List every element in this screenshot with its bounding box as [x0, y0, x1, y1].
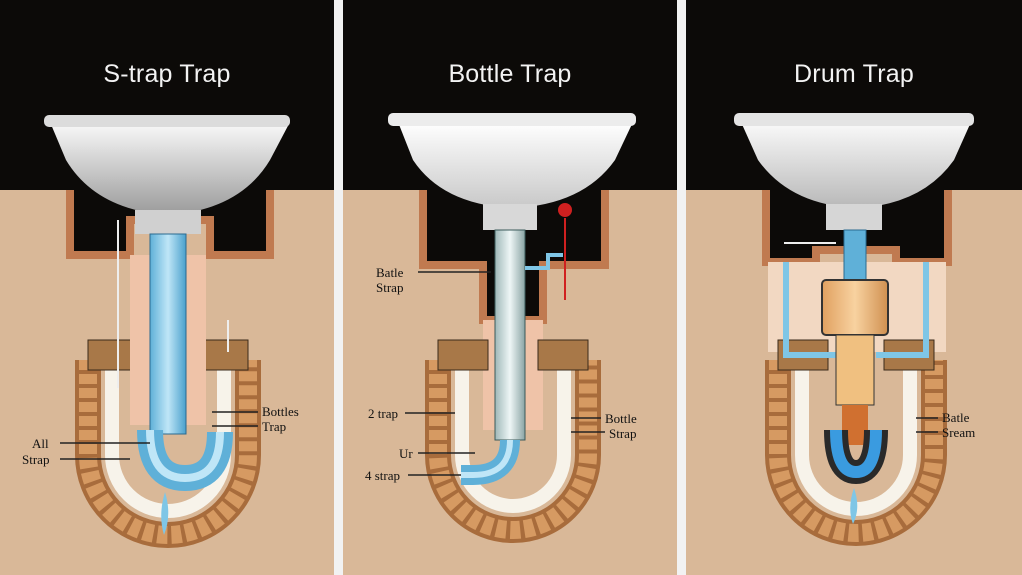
label-strap-right: Strap: [609, 426, 637, 441]
label-strap: Strap: [376, 280, 404, 295]
label-strap: Strap: [22, 452, 50, 467]
label-trap: Trap: [262, 419, 287, 434]
panel-s-trap: S-trap Trap Bottles Trap All Strap: [0, 0, 334, 575]
label-batle: Batle: [942, 410, 970, 425]
label-bottles: Bottles: [262, 404, 299, 419]
panel-title: Bottle Trap: [448, 60, 572, 88]
panel-drum-trap: Drum Trap Batle Sream: [686, 0, 1022, 575]
label-all: All: [32, 436, 49, 451]
drum-trap-diagram: [686, 113, 1022, 575]
panel-title: Drum Trap: [794, 60, 914, 88]
label-sream: Sream: [942, 425, 976, 440]
label-batle: Batle: [376, 265, 404, 280]
label-bottle: Bottle: [605, 411, 637, 426]
panel-title: S-trap Trap: [103, 60, 231, 88]
bottle-trap-diagram: [343, 113, 677, 575]
s-trap-diagram: [0, 115, 334, 575]
label-4-strap: 4 strap: [365, 468, 401, 483]
label-2-trap: 2 trap: [368, 406, 398, 421]
panel-bottle-trap: Bottle Trap Batle Strap 2 trap Bottle St…: [343, 0, 677, 575]
label-ur: Ur: [399, 446, 413, 461]
